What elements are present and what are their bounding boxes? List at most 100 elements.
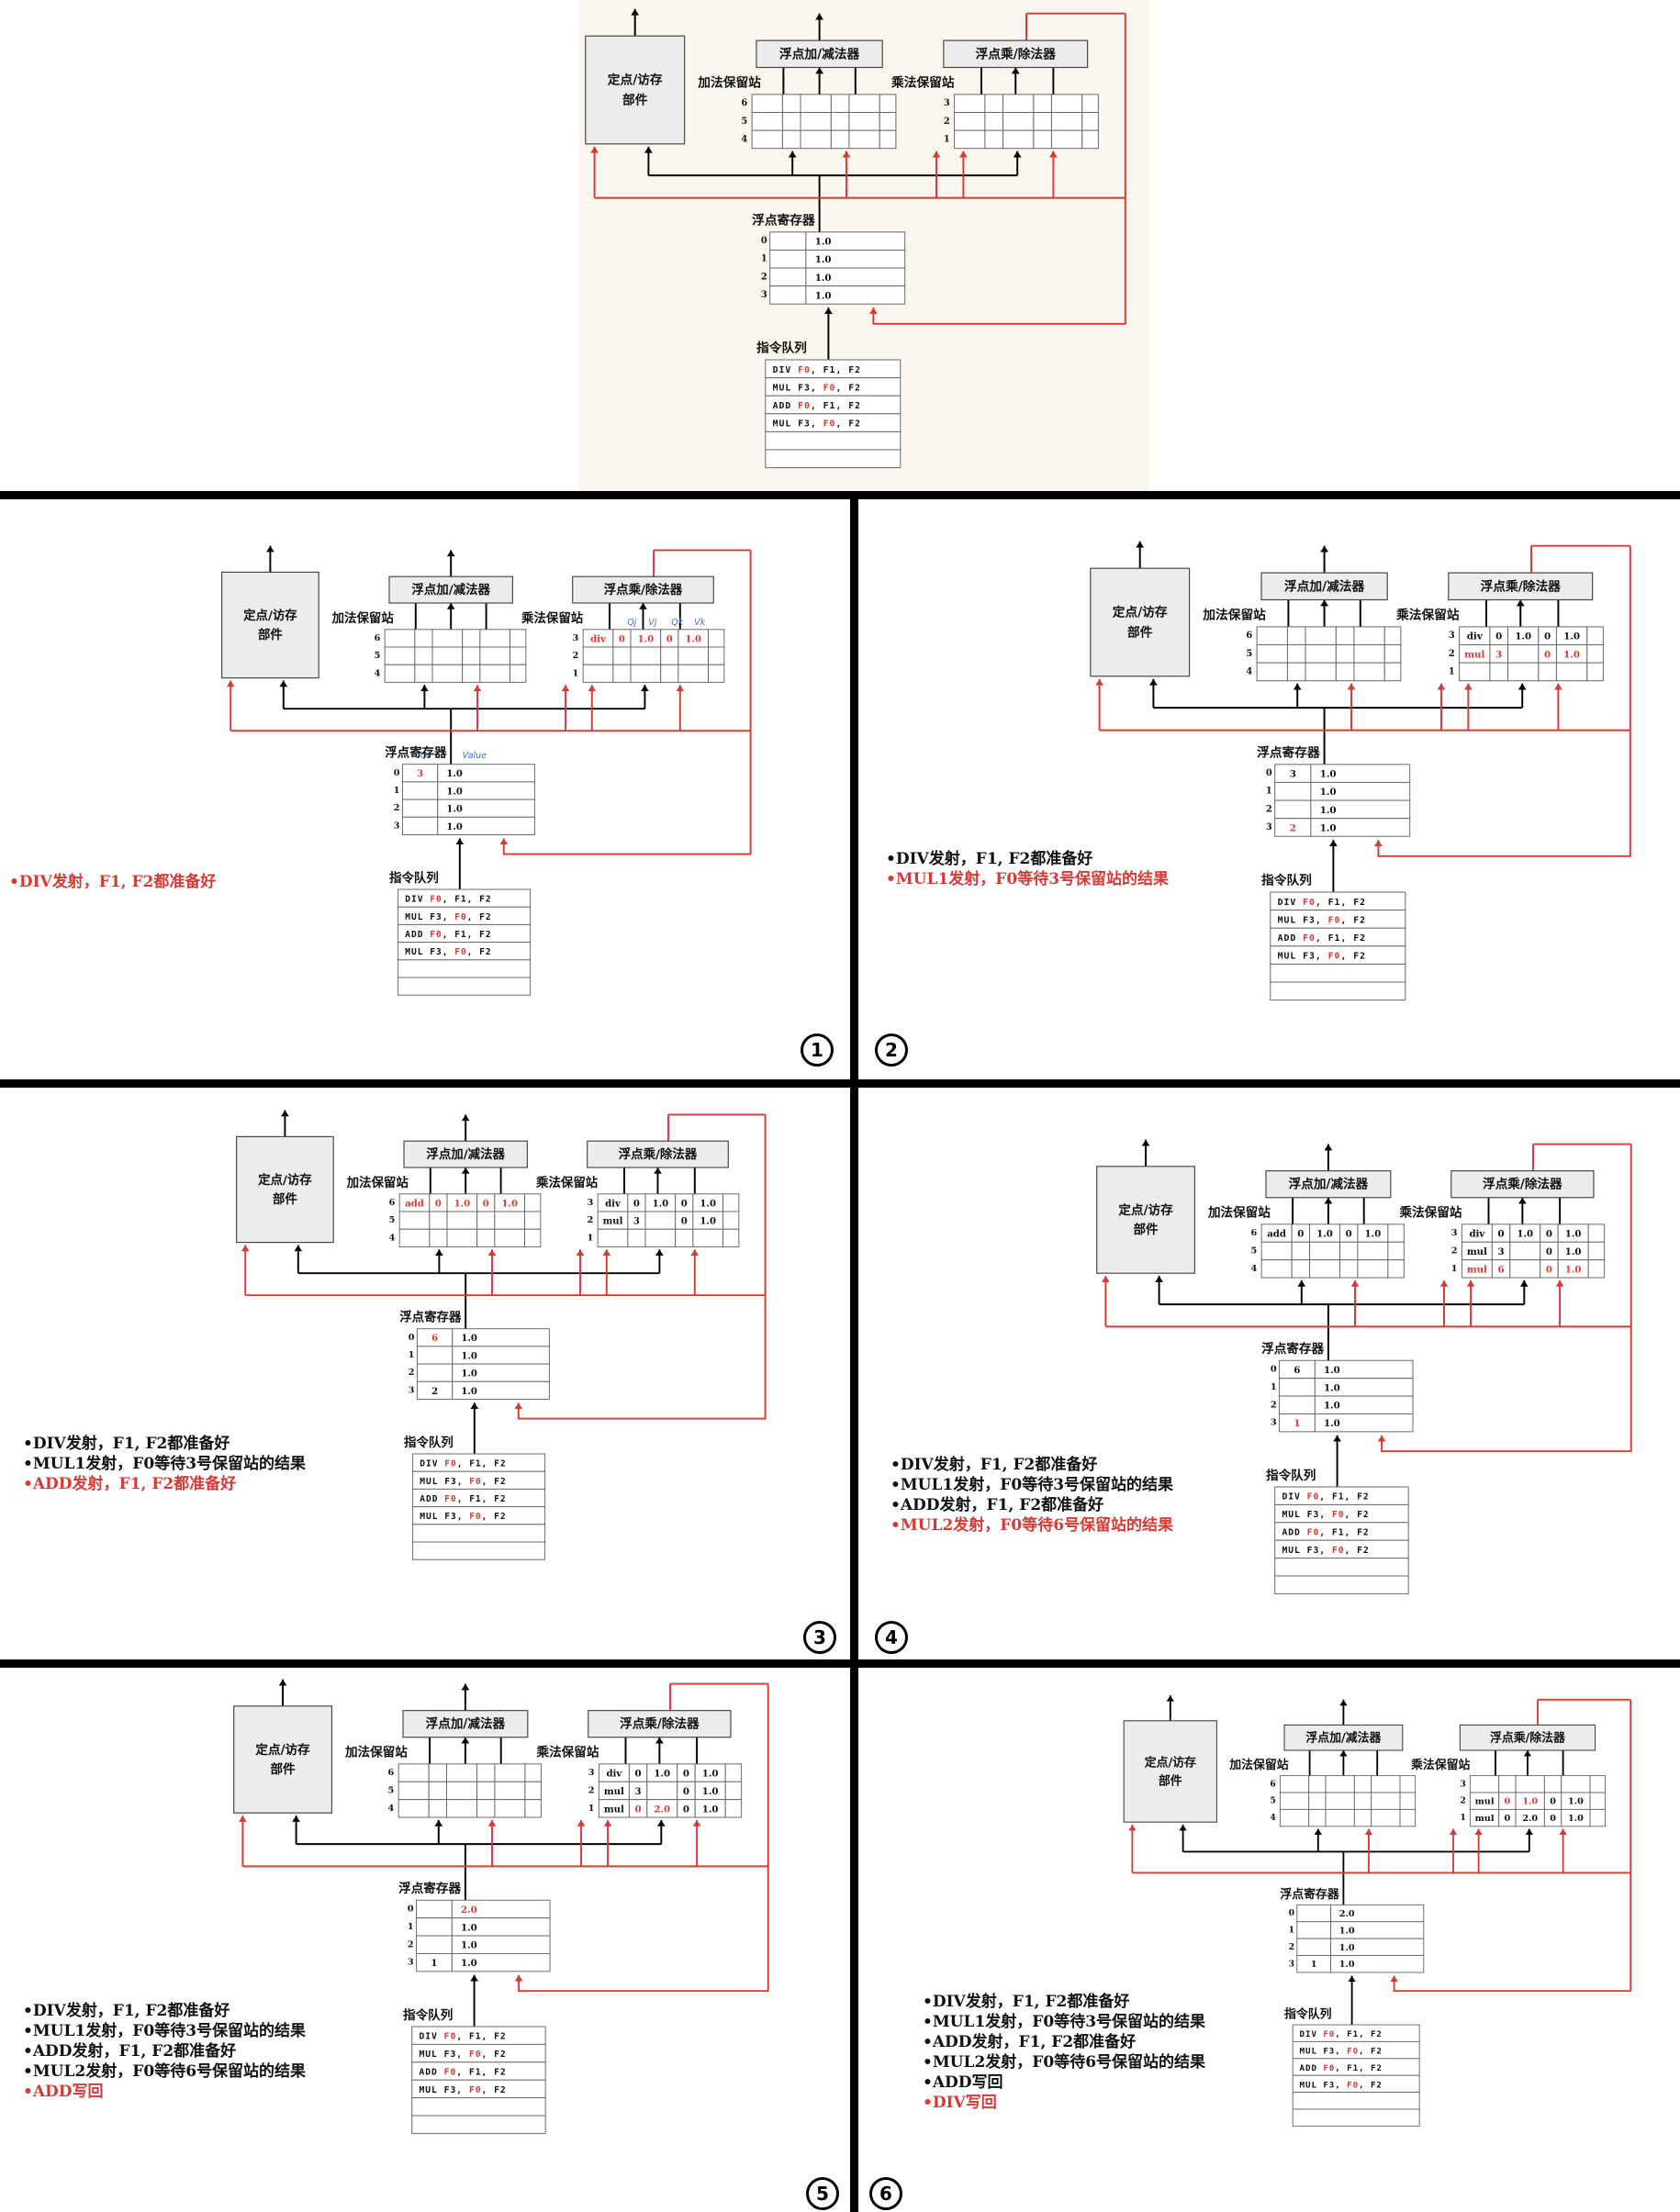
- mul-station-index: 3: [573, 633, 579, 643]
- instruction-token: ,: [457, 1459, 469, 1469]
- step-note: •DIV写回: [923, 2094, 997, 2112]
- instruction-token: ,: [1345, 1546, 1358, 1556]
- add-station-index: 6: [1251, 1228, 1258, 1238]
- step-notes: •DIV发射，F1, F2都准备好•MUL1发射，F0等待3号保留站的结果•AD…: [23, 1434, 306, 1494]
- instruction-queue-title: 指令队列: [389, 870, 439, 886]
- mul-station-value: 1.0: [1522, 1797, 1538, 1807]
- instruction-token: ADD: [1300, 2062, 1324, 2072]
- arrow-head: [958, 151, 968, 158]
- register-index: 2: [409, 1368, 415, 1378]
- instruction-token: ,: [482, 1477, 494, 1487]
- arrow-head: [473, 685, 482, 691]
- instruction-token: F0: [798, 365, 811, 375]
- arrow-head: [823, 307, 833, 315]
- instruction-token: ,: [442, 930, 454, 940]
- arrow-head: [1011, 67, 1020, 74]
- mul-station-index: 3: [1449, 631, 1455, 641]
- instruction-token: MUL: [420, 1477, 444, 1487]
- fixed-unit-label: 定点/访存: [1145, 1755, 1196, 1770]
- arrow-head: [932, 151, 941, 158]
- instruction-token: F0: [469, 2050, 482, 2060]
- fp-adder-label: 浮点加/减法器: [411, 582, 490, 598]
- fixed-point-unit-box: [233, 1705, 332, 1814]
- instruction-token: ,: [1335, 2062, 1347, 2072]
- arrow-head: [266, 545, 274, 553]
- mul-station-value: mul: [1475, 1814, 1495, 1824]
- instruction-token: DIV: [1278, 898, 1304, 908]
- arrow-head: [1048, 151, 1058, 158]
- horizontal-divider: [0, 491, 1680, 499]
- add-station-value: 1.0: [501, 1199, 518, 1209]
- mul-station-index: 3: [944, 98, 950, 108]
- mul-station-value: 0: [635, 1769, 642, 1780]
- instruction-token: ,: [1319, 1527, 1332, 1537]
- instruction-token: ,: [1345, 1492, 1358, 1503]
- instruction-token: F2: [479, 895, 491, 905]
- add-station-cell: [879, 129, 897, 150]
- add-station-index: 5: [1270, 1796, 1275, 1806]
- add-station-cell: [1308, 1792, 1327, 1810]
- mul-station-value: 0: [1544, 649, 1551, 660]
- instruction-token: ,: [442, 895, 454, 905]
- instruction-token: F1: [1328, 933, 1341, 944]
- register-qi-cell: [1296, 1921, 1332, 1939]
- instruction-token: MUL: [1278, 952, 1304, 962]
- instruction-text: MUL F3, F0, F2: [405, 947, 491, 957]
- instruction-token: DIV: [773, 365, 799, 375]
- mul-station-index: 1: [1449, 666, 1455, 676]
- instruction-token: F0: [469, 1477, 481, 1487]
- mul-station-value: mul: [1475, 1797, 1495, 1807]
- register-value: 2.0: [1339, 1909, 1355, 1919]
- instruction-token: F1: [1332, 1527, 1345, 1537]
- add-station-cell: [1399, 1808, 1417, 1827]
- mul-station-value: 2.0: [1522, 1814, 1538, 1824]
- mul-station-cell: [724, 1799, 743, 1818]
- instruction-token: F0: [1307, 1492, 1320, 1503]
- mul-station-cell: [1589, 1775, 1607, 1793]
- mul-station-title: 乘法保留站: [521, 610, 584, 626]
- mul-station-index: 2: [573, 651, 579, 661]
- register-value: 1.0: [446, 805, 463, 815]
- mul-station-value: 2.0: [654, 1804, 670, 1815]
- register-value-cell: [1314, 1413, 1414, 1433]
- arrow-head: [446, 550, 455, 557]
- fixed-unit-label: 定点/访存: [243, 608, 297, 623]
- add-station-title: 加法保留站: [331, 610, 395, 626]
- instruction-token: F2: [1371, 2029, 1383, 2039]
- instruction-text: ADD F0, F1, F2: [1282, 1527, 1369, 1537]
- instruction-token: F2: [1357, 1527, 1370, 1537]
- mul-station-cell: [708, 664, 725, 683]
- instruction-token: MUL: [420, 1512, 444, 1522]
- add-station-index: 5: [375, 651, 381, 661]
- arrow-head: [1328, 840, 1338, 847]
- instruction-queue-cell: [411, 2115, 546, 2134]
- register-index: 3: [1266, 822, 1272, 832]
- step-note: •ADD发射，F1, F2都准备好: [23, 2042, 237, 2061]
- step-note: •MUL2发射，F0等待6号保留站的结果: [23, 2062, 307, 2081]
- arrow-head: [1516, 599, 1525, 607]
- arrow-head: [1439, 1279, 1449, 1287]
- instruction-queue-title: 指令队列: [404, 1435, 454, 1450]
- cdb-to-register: [1381, 1144, 1632, 1453]
- arrow-head: [641, 685, 649, 691]
- instruction-token: DIV: [419, 2032, 443, 2042]
- fp-adder-label: 浮点加/减法器: [1289, 1177, 1369, 1192]
- arrow-head: [1141, 1139, 1150, 1146]
- instruction-token: ,: [835, 383, 848, 393]
- mul-station-cell: [1589, 1808, 1607, 1827]
- arrow-head: [655, 1737, 664, 1744]
- mul-station-title: 乘法保留站: [890, 75, 955, 91]
- instruction-token: ,: [835, 419, 848, 430]
- mul-station-value: 0: [1550, 1797, 1556, 1807]
- arrow-head: [1136, 541, 1145, 548]
- instruction-queue-cell: [1270, 981, 1406, 1001]
- arrow-head: [1320, 599, 1329, 607]
- add-station-value: 1.0: [454, 1199, 471, 1209]
- instruction-token: ,: [467, 895, 479, 905]
- arrow-head: [420, 685, 429, 691]
- mul-station-index: 2: [1449, 649, 1455, 659]
- add-station-cell: [1279, 1792, 1310, 1810]
- step-notes: •DIV发射，F1, F2都准备好•MUL1发射，F0等待3号保留站的结果•AD…: [23, 2001, 306, 2102]
